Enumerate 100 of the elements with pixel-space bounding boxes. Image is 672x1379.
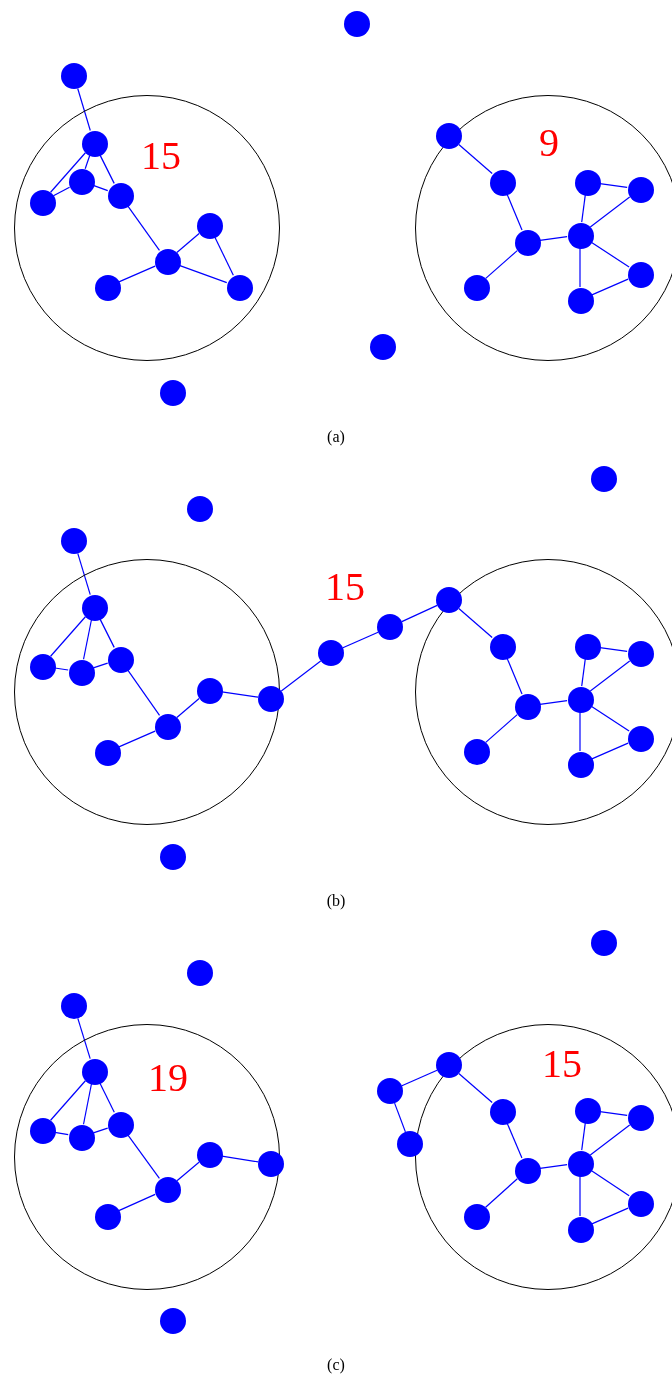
graph-vertex <box>95 1204 121 1230</box>
cluster-size-number: 9 <box>539 123 559 163</box>
graph-edge <box>590 705 630 732</box>
graph-vertex <box>197 213 223 239</box>
graph-vertex <box>464 275 490 301</box>
graph-vertex <box>95 275 121 301</box>
graph-vertex <box>155 1177 181 1203</box>
graph-vertex <box>155 714 181 740</box>
graph-edge <box>118 265 156 283</box>
graph-vertex <box>464 1204 490 1230</box>
graph-vertex <box>377 1078 403 1104</box>
graph-edge <box>77 1017 91 1060</box>
graph-vertex <box>568 1151 594 1177</box>
graph-edge <box>579 1175 581 1217</box>
graph-edge <box>485 714 518 743</box>
graph-vertex <box>108 183 134 209</box>
graph-edge <box>506 1122 523 1159</box>
graph-vertex <box>628 262 654 288</box>
graph-edge <box>539 236 568 241</box>
graph-vertex <box>568 1217 594 1243</box>
graph-vertex <box>30 190 56 216</box>
graph-edge <box>589 1124 631 1156</box>
graph-edge <box>401 604 438 623</box>
graph-vertex <box>568 687 594 713</box>
graph-edge <box>581 194 586 223</box>
graph-edge <box>176 1161 200 1182</box>
graph-edge <box>579 711 581 752</box>
graph-vertex <box>397 1131 423 1157</box>
graph-vertex <box>515 694 541 720</box>
graph-vertex <box>197 678 223 704</box>
graph-edge <box>591 1207 629 1225</box>
graph-edge <box>52 186 71 197</box>
graph-vertex <box>628 1105 654 1131</box>
graph-edge <box>178 264 228 284</box>
graph-edge <box>82 619 93 660</box>
graph-edge <box>539 1164 568 1169</box>
graph-edge <box>50 152 86 193</box>
graph-edge <box>50 1080 86 1121</box>
graph-vertex <box>82 131 108 157</box>
graph-edge <box>394 1102 406 1133</box>
graph-vertex <box>575 170 601 196</box>
graph-edge <box>401 1069 438 1087</box>
graph-vertex <box>69 1125 95 1151</box>
graph-edge <box>176 232 200 254</box>
graph-vertex <box>377 614 403 640</box>
graph-vertex <box>575 1098 601 1124</box>
graph-vertex <box>370 334 396 360</box>
graph-vertex <box>108 647 134 673</box>
graph-edge <box>280 660 322 692</box>
graph-edge <box>581 658 586 687</box>
graph-edge <box>506 193 523 231</box>
graph-vertex <box>628 1191 654 1217</box>
graph-edge <box>99 154 115 184</box>
graph-vertex <box>515 230 541 256</box>
graph-vertex <box>591 930 617 956</box>
graph-vertex <box>82 1059 108 1085</box>
graph-edge <box>590 1169 630 1197</box>
graph-vertex <box>568 288 594 314</box>
graph-edge <box>485 250 518 279</box>
graph-vertex <box>490 634 516 660</box>
graph-edge <box>591 278 629 296</box>
graph-edge <box>50 616 86 657</box>
graph-edge <box>599 647 628 652</box>
cluster-size-number: 19 <box>148 1058 188 1098</box>
graph-edge <box>506 657 523 695</box>
graph-edge <box>458 607 493 639</box>
graph-edge <box>590 241 630 268</box>
graph-edge <box>118 1193 156 1212</box>
graph-vertex <box>628 177 654 203</box>
graph-edge <box>599 1111 628 1116</box>
graph-vertex <box>464 739 490 765</box>
graph-vertex <box>490 170 516 196</box>
graph-edge <box>99 618 115 648</box>
panel-caption: (c) <box>327 1357 345 1373</box>
graph-vertex <box>82 595 108 621</box>
graph-edge <box>214 236 234 276</box>
graph-vertex <box>628 641 654 667</box>
size-number: 15 <box>325 567 365 607</box>
graph-vertex <box>628 726 654 752</box>
graph-vertex <box>69 660 95 686</box>
graph-vertex <box>95 740 121 766</box>
graph-vertex <box>187 496 213 522</box>
graph-vertex <box>108 1112 134 1138</box>
graph-edge <box>126 669 161 716</box>
graph-edge <box>589 660 631 692</box>
graph-vertex <box>69 169 95 195</box>
graph-vertex <box>515 1158 541 1184</box>
graph-edge <box>589 196 631 228</box>
graph-vertex <box>197 1142 223 1168</box>
graph-vertex <box>61 63 87 89</box>
graph-vertex <box>568 752 594 778</box>
graph-edge <box>99 1082 115 1113</box>
graph-vertex <box>575 634 601 660</box>
cluster-size-number: 15 <box>141 136 181 176</box>
graph-vertex <box>30 1118 56 1144</box>
graph-vertex <box>568 223 594 249</box>
graph-edge <box>84 154 91 170</box>
graph-vertex <box>160 380 186 406</box>
graph-edge <box>77 87 91 132</box>
graph-edge <box>581 1122 586 1151</box>
